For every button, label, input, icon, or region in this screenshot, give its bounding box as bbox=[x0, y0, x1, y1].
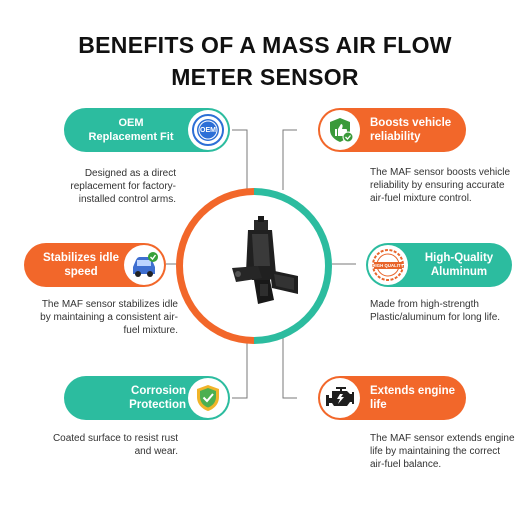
benefit-oem-pill: OEM Replacement Fit OEM bbox=[64, 108, 230, 152]
benefit-corrosion-label: Corrosion Protection bbox=[129, 385, 186, 411]
benefit-aluminum-description: Made from high-strength Plastic/aluminum… bbox=[370, 299, 501, 323]
engine-icon bbox=[320, 378, 360, 418]
high-quality-stamp-icon: HIGH QUALITY bbox=[368, 245, 408, 285]
thumbs-up-shield-icon bbox=[320, 110, 360, 150]
benefit-engine-pill: Extends engine life bbox=[318, 376, 466, 420]
page-title-line-2: METER SENSOR bbox=[171, 64, 359, 90]
page-title: BENEFITS OF A MASS AIR FLOW bbox=[78, 32, 452, 58]
benefit-reliability-pill: Boosts vehicle reliability bbox=[318, 108, 466, 152]
benefit-oem-label: OEM Replacement Fit bbox=[88, 117, 174, 143]
benefit-aluminum-pill: HIGH QUALITY High-Quality Aluminum bbox=[366, 243, 512, 287]
car-check-icon bbox=[124, 245, 164, 285]
high-quality-stamp-text: HIGH QUALITY bbox=[372, 262, 404, 268]
benefit-idle-label: Stabilizes idle speed bbox=[42, 252, 120, 278]
benefit-corrosion-description: Coated surface to resist rust and wear. bbox=[52, 433, 178, 457]
benefit-reliability-description: The MAF sensor boosts vehicle reliabilit… bbox=[370, 167, 511, 204]
oem-badge-icon: OEM bbox=[188, 110, 228, 150]
shield-check-icon bbox=[188, 378, 228, 418]
benefit-engine-label: Extends engine life bbox=[370, 385, 455, 411]
oem-badge-text: OEM bbox=[200, 126, 216, 134]
benefit-oem-description: Designed as a direct replacement for fac… bbox=[70, 168, 176, 205]
benefit-corrosion-pill: Corrosion Protection bbox=[64, 376, 230, 420]
benefit-engine-description: The MAF sensor extends engine life by ma… bbox=[370, 433, 515, 470]
benefit-idle-description: The MAF sensor stabilizes idle by mainta… bbox=[40, 299, 178, 336]
benefit-idle-pill: Stabilizes idle speed bbox=[24, 243, 166, 287]
benefit-aluminum-label: High-Quality Aluminum bbox=[424, 252, 494, 278]
maf-sensor-image bbox=[232, 216, 298, 304]
benefit-reliability-label: Boosts vehicle reliability bbox=[370, 117, 452, 143]
